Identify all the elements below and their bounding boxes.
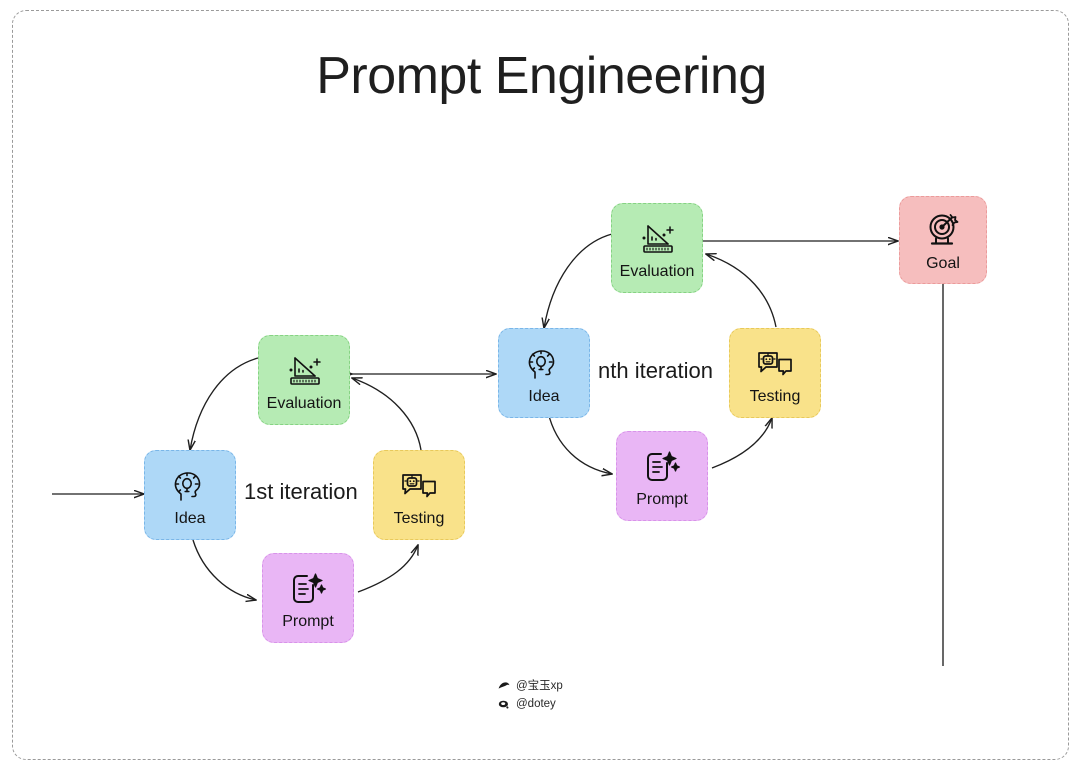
node-evaluation-1[interactable]: Evaluation [258, 335, 350, 425]
node-evaluation-n[interactable]: Evaluation [611, 203, 703, 293]
node-label: Goal [926, 255, 960, 273]
cloud-icon [497, 698, 510, 711]
watermark-row: @宝玉xp [497, 678, 563, 696]
bird-icon [497, 680, 510, 693]
edge-evaln-to-idean [544, 233, 613, 328]
watermark-handle: @宝玉xp [516, 680, 563, 692]
node-goal[interactable]: Goal [899, 196, 987, 284]
node-idea-n[interactable]: Idea [498, 328, 590, 418]
target-dartboard-icon [922, 210, 964, 254]
edge-promptn-to-testingn [711, 418, 772, 469]
robot-chat-icon [398, 465, 440, 509]
set-square-ruler-icon [283, 350, 325, 394]
document-sparkle-icon [641, 446, 683, 490]
node-label: Prompt [636, 491, 688, 509]
edge-eval1-to-idea1 [190, 357, 259, 450]
edge-prompt1-to-testing1 [357, 545, 418, 593]
node-label: Idea [528, 388, 560, 406]
edge-testing1-to-eval1 [352, 378, 422, 451]
cycle-label-1: 1st iteration [244, 479, 358, 504]
edge-testingn-to-evaln [706, 254, 777, 328]
watermark: @宝玉xp @dotey [497, 678, 563, 714]
document-sparkle-icon [287, 568, 329, 612]
node-label: Testing [749, 388, 801, 406]
cycle-label-n: nth iteration [598, 358, 713, 383]
node-label: Evaluation [619, 263, 695, 281]
head-lightbulb-icon [170, 465, 210, 509]
edge-idea1-to-prompt1 [192, 539, 256, 600]
node-idea-1[interactable]: Idea [144, 450, 236, 540]
node-label: Prompt [282, 613, 334, 631]
watermark-handle: @dotey [516, 697, 556, 710]
page-title: Prompt Engineering [316, 47, 767, 105]
node-label: Evaluation [266, 395, 342, 413]
node-prompt-n[interactable]: Prompt [616, 431, 708, 521]
node-prompt-1[interactable]: Prompt [262, 553, 354, 643]
head-lightbulb-icon [524, 343, 564, 387]
edge-idean-to-promptn [547, 411, 612, 474]
node-label: Testing [393, 510, 445, 528]
node-testing-n[interactable]: Testing [729, 328, 821, 418]
node-label: Idea [174, 510, 206, 528]
robot-chat-icon [754, 343, 796, 387]
node-testing-1[interactable]: Testing [373, 450, 465, 540]
set-square-ruler-icon [636, 218, 678, 262]
watermark-row: @dotey [497, 696, 563, 714]
